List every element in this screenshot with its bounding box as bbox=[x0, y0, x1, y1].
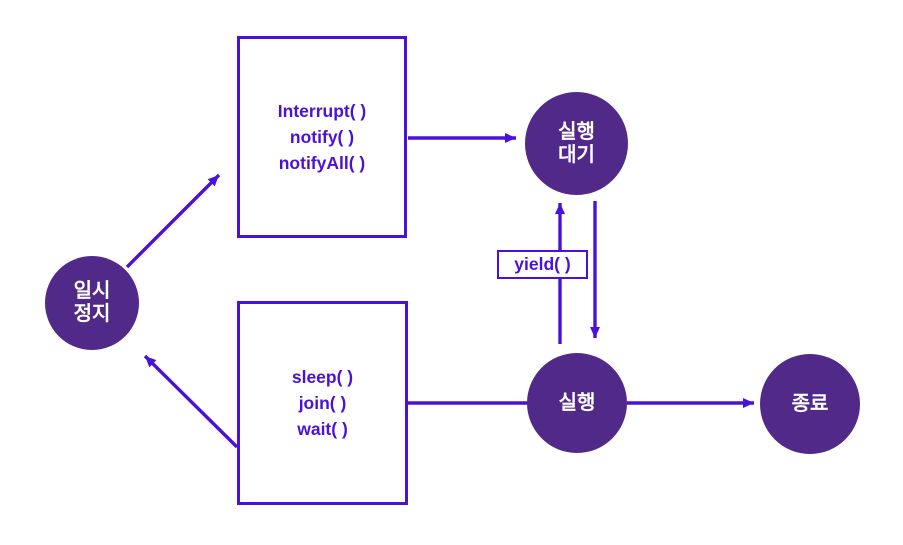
method-sleep: sleep( ) bbox=[291, 367, 354, 387]
node-running-state: 실행 bbox=[527, 353, 627, 453]
node-interrupt-methods-box: Interrupt( ) notify( ) notifyAll( ) bbox=[237, 36, 407, 238]
edge-sleep-box-to-paused bbox=[143, 354, 239, 449]
method-notifyall: notifyAll( ) bbox=[278, 153, 366, 173]
method-join: join( ) bbox=[298, 393, 347, 413]
node-terminated-state: 종료 bbox=[760, 354, 860, 454]
node-ready-state: 실행 대기 bbox=[525, 92, 628, 195]
node-paused-state: 일시 정지 bbox=[45, 256, 139, 350]
edge-paused-to-interrupt-box bbox=[125, 173, 221, 269]
yield-edge-label: yield( ) bbox=[497, 250, 588, 279]
node-sleep-methods-box: sleep( ) join( ) wait( ) bbox=[237, 301, 408, 505]
method-notify: notify( ) bbox=[289, 127, 355, 147]
method-interrupt: Interrupt( ) bbox=[277, 101, 367, 121]
method-wait: wait( ) bbox=[297, 419, 348, 439]
